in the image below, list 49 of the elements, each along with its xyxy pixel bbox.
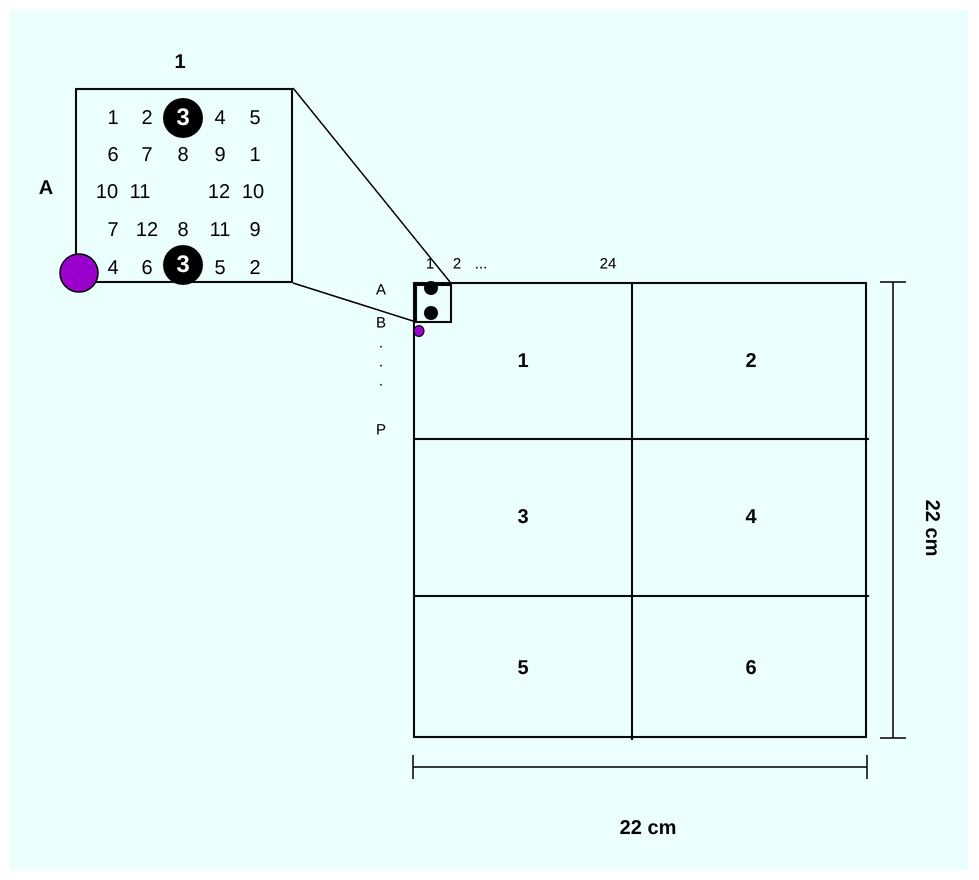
axis-label: A (376, 282, 386, 298)
section-number: 6 (745, 657, 757, 680)
label-text: 1 (174, 52, 186, 72)
label-text: A (38, 178, 54, 198)
axis-label: . (378, 336, 384, 350)
plate-outline (413, 282, 867, 738)
axis-label: 2 (452, 256, 462, 272)
section-number: 4 (745, 506, 757, 529)
label-text: 4 (107, 258, 119, 278)
label-text: 2 (249, 258, 261, 278)
label-text: 11 (210, 220, 230, 240)
label-text: 8 (177, 220, 189, 240)
label-text: 8 (177, 145, 189, 165)
axis-label: P (376, 422, 386, 438)
label-text: 5 (214, 258, 226, 278)
zoom-line (292, 88, 451, 282)
axis-label: . (378, 374, 384, 388)
axis-label: . (378, 354, 384, 370)
label-text: 12 (136, 220, 158, 240)
section-number: 3 (517, 506, 529, 529)
label-text: 5 (249, 108, 261, 128)
label-text: 22 cm (620, 818, 676, 838)
label-text: 9 (214, 145, 226, 165)
axis-label: ... (474, 256, 488, 272)
label-text: 7 (141, 145, 153, 165)
zoom-line (292, 282, 414, 322)
circled-number: 3 (163, 98, 203, 138)
label-text: 10 (242, 182, 264, 202)
label-text: 1 (249, 145, 261, 165)
circled-number: 3 (163, 245, 203, 285)
label-text: 4 (214, 108, 226, 128)
label-text: 12 (208, 182, 230, 202)
axis-label: 1 (426, 256, 434, 272)
axis-label: B (376, 316, 386, 330)
plate-section (415, 440, 633, 597)
axis-label: 24 (600, 256, 616, 272)
label-text: 6 (141, 258, 153, 278)
label-text: 1 (107, 108, 119, 128)
label-text: 10 (96, 182, 118, 202)
label-text: 6 (107, 145, 119, 165)
label-text: 22 cm (922, 500, 942, 556)
section-number: 2 (745, 350, 757, 372)
label-text: 11 (130, 182, 150, 202)
magnified-well-box (75, 88, 293, 283)
label-text: 7 (107, 220, 119, 240)
label-text: 9 (249, 220, 261, 240)
label-text: 2 (141, 108, 153, 128)
section-number: 1 (517, 350, 529, 372)
section-number: 5 (517, 657, 529, 680)
